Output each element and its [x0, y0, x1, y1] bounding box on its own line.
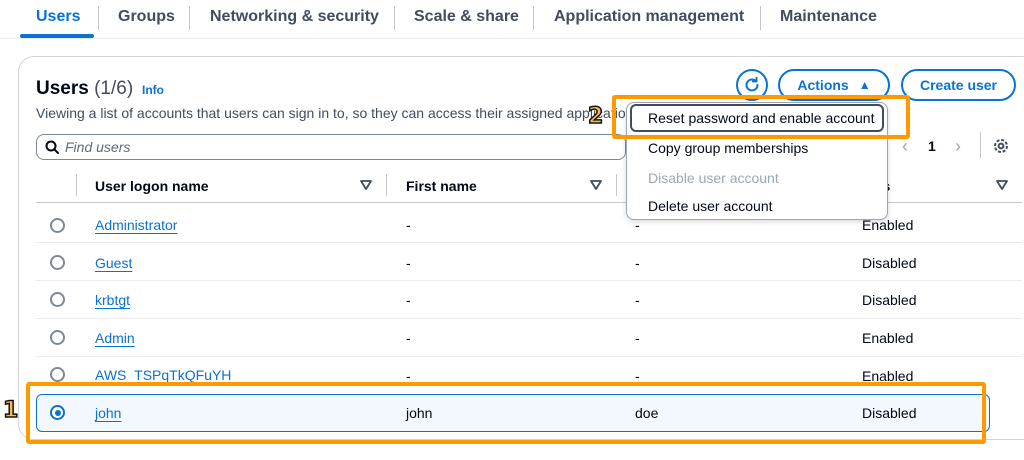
tab-divider [533, 6, 534, 30]
last-name-cell: - [635, 255, 640, 271]
tab-application-management[interactable]: Application management [554, 8, 745, 25]
row-radio[interactable] [50, 255, 65, 270]
actions-label: Actions [797, 77, 849, 93]
caret-up-icon: ▲ [858, 78, 871, 92]
status-cell: Disabled [862, 255, 917, 271]
menu-item-delete-user-account[interactable]: Delete user account [648, 198, 773, 214]
first-name-cell: john [406, 405, 433, 421]
next-page-button[interactable]: › [955, 136, 961, 156]
table-header-rule [36, 202, 1022, 203]
row-divider [36, 356, 1022, 357]
refresh-button[interactable] [736, 69, 768, 101]
row-divider [36, 318, 1022, 319]
last-name-cell: doe [635, 405, 659, 421]
row-radio[interactable] [50, 330, 65, 345]
column-divider [386, 174, 387, 196]
user-link[interactable]: Administrator [95, 217, 178, 233]
annotation-number-1: 1 [2, 397, 19, 424]
annotation-box-1 [26, 382, 986, 444]
row-radio[interactable] [50, 292, 65, 307]
column-header-user-logon-name[interactable]: User logon name [95, 178, 209, 194]
last-name-cell: - [635, 217, 640, 233]
actions-button[interactable]: Actions ▲ [778, 69, 890, 101]
tab-divider [189, 6, 190, 30]
user-link[interactable]: AWS_TSPqTkQFuYH [95, 367, 232, 383]
status-cell: Disabled [862, 405, 917, 421]
sort-icon[interactable] [360, 179, 372, 191]
row-divider [36, 280, 1022, 281]
first-name-cell: - [406, 368, 411, 384]
user-link[interactable]: Guest [95, 255, 133, 271]
menu-item-reset-password[interactable]: Reset password and enable account [648, 110, 875, 126]
first-name-cell: - [406, 255, 411, 271]
search-icon [45, 140, 59, 154]
tab-maintenance[interactable]: Maintenance [780, 8, 877, 25]
tab-networking-security[interactable]: Networking & security [210, 8, 379, 25]
status-cell: Enabled [862, 330, 914, 346]
tab-divider [394, 6, 395, 30]
row-divider [36, 242, 1022, 243]
tab-users[interactable]: Users [36, 8, 81, 25]
row-radio-selected[interactable] [50, 405, 65, 420]
tabs-rule [0, 38, 1024, 39]
active-tab-indicator [20, 34, 94, 38]
search-box[interactable] [36, 134, 626, 160]
page-description: Viewing a list of accounts that users ca… [36, 105, 636, 121]
sort-icon[interactable] [590, 179, 602, 191]
first-name-cell: - [406, 292, 411, 308]
tab-divider [98, 6, 99, 30]
column-header-first-name[interactable]: First name [406, 178, 477, 194]
user-link[interactable]: john [95, 405, 122, 421]
gear-icon[interactable] [992, 137, 1010, 155]
user-link[interactable]: krbtgt [95, 292, 131, 308]
status-cell: Enabled [862, 368, 914, 384]
create-user-button[interactable]: Create user [901, 69, 1016, 101]
column-divider [76, 174, 77, 196]
menu-item-copy-group-memberships[interactable]: Copy group memberships [648, 140, 809, 156]
page-title: Users (1/6) [36, 78, 133, 100]
last-name-cell: - [635, 292, 640, 308]
tab-divider [760, 6, 761, 30]
tab-bar: Users Groups Networking & security Scale… [0, 0, 1024, 40]
status-cell: Disabled [862, 292, 917, 308]
annotation-number-2: 2 [587, 103, 604, 130]
users-heading: Users [36, 78, 89, 99]
pager-divider [980, 132, 981, 158]
search-input[interactable] [65, 139, 605, 155]
selected-table-row[interactable] [36, 394, 990, 432]
selection-count: (1/6) [94, 78, 134, 99]
sort-icon[interactable] [996, 179, 1008, 191]
menu-item-highlight [630, 104, 884, 132]
row-radio[interactable] [50, 218, 65, 233]
previous-page-button[interactable]: ‹ [902, 136, 908, 156]
first-name-cell: - [406, 217, 411, 233]
last-name-cell: - [635, 368, 640, 384]
first-name-cell: - [406, 330, 411, 346]
menu-item-disable-user-account: Disable user account [648, 170, 779, 186]
annotation-box-2 [612, 95, 910, 139]
status-cell: Enabled [862, 217, 914, 233]
refresh-icon [745, 76, 759, 92]
row-radio[interactable] [50, 367, 65, 382]
user-link[interactable]: Admin [95, 330, 135, 346]
column-divider [616, 174, 617, 196]
tab-scale-share[interactable]: Scale & share [414, 8, 519, 25]
current-page[interactable]: 1 [928, 138, 936, 154]
info-link[interactable]: Info [142, 83, 164, 97]
last-name-cell: - [635, 330, 640, 346]
tab-groups[interactable]: Groups [118, 8, 175, 25]
